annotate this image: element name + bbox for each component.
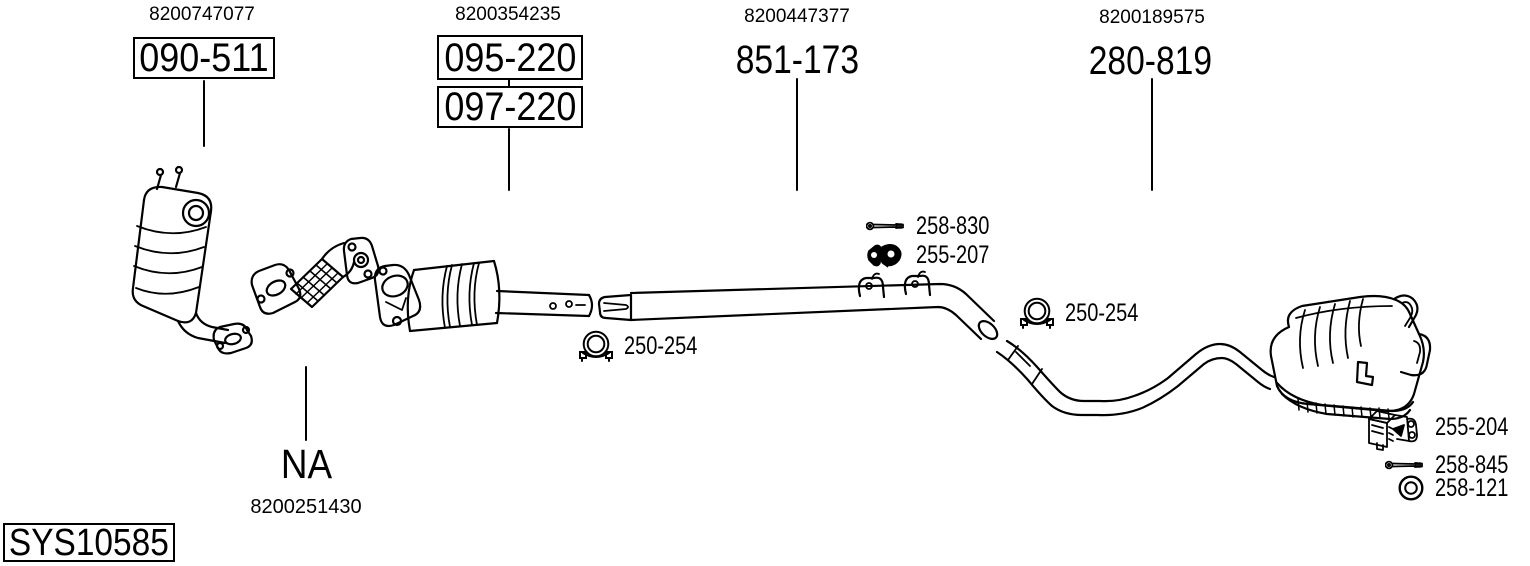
rear-muffler-drawing bbox=[1269, 294, 1432, 421]
system-code-box[interactable]: SYS10585 bbox=[3, 523, 175, 562]
muffler-bracket-tab bbox=[1355, 360, 1375, 387]
part-code-label: 097-220 bbox=[443, 85, 577, 129]
part-code-box-090-511[interactable]: 090-511 bbox=[133, 37, 275, 79]
pipe-hanger-tab bbox=[857, 272, 886, 299]
callout-258-830: 258-830 bbox=[866, 213, 1008, 239]
callout-258-121: 258-121 bbox=[1397, 474, 1527, 502]
part-code-label[interactable]: 258-121 bbox=[1435, 473, 1509, 502]
oe-ref-label: 8200251430 bbox=[250, 496, 362, 518]
oe-ref-label: 8200189575 bbox=[1099, 7, 1205, 28]
oe-ref-label: 8200447377 bbox=[744, 6, 850, 27]
callout-255-207: 255-207 bbox=[866, 240, 1008, 270]
pipe-hanger-tab bbox=[903, 270, 932, 297]
callout-250-254-center: 250-254 bbox=[578, 329, 716, 363]
callout-250-254-rear: 250-254 bbox=[1019, 296, 1157, 330]
oe-ref-label: 8200747077 bbox=[149, 4, 255, 25]
leader-lines bbox=[203, 78, 1153, 441]
oe-ref-label: 8200354235 bbox=[455, 4, 561, 25]
flex-pipe-drawing bbox=[250, 236, 380, 315]
clamp-icon bbox=[1020, 297, 1054, 329]
callout-258-845: 258-845 bbox=[1385, 450, 1527, 479]
part-code-label: 095-220 bbox=[443, 35, 577, 80]
part-code-label[interactable]: 258-830 bbox=[916, 211, 990, 240]
gasket-ring-icon bbox=[1398, 475, 1424, 501]
part-code-label[interactable]: 255-204 bbox=[1435, 412, 1509, 441]
part-code-label: 090-511 bbox=[139, 36, 269, 80]
tailpipe bbox=[1392, 294, 1432, 377]
center-catalytic-converter-drawing bbox=[373, 259, 594, 333]
bracket-icon bbox=[1368, 410, 1418, 451]
front-catalytic-converter-drawing bbox=[131, 165, 253, 355]
part-code-label[interactable]: 258-845 bbox=[1435, 450, 1509, 479]
part-code-280-819[interactable]: 280-819 bbox=[1088, 39, 1212, 83]
part-code-851-173[interactable]: 851-173 bbox=[735, 38, 859, 82]
bolt-icon bbox=[866, 221, 904, 231]
rubber-hanger-icon bbox=[867, 244, 902, 268]
callout-255-204: 255-204 bbox=[1363, 402, 1527, 452]
rear-pipe-drawing bbox=[995, 339, 1276, 417]
clamp-icon bbox=[579, 330, 613, 362]
part-code-label[interactable]: 255-207 bbox=[916, 240, 990, 269]
not-available-label: NA bbox=[280, 441, 332, 487]
part-code-label[interactable]: 250-254 bbox=[624, 331, 698, 360]
bolt-icon bbox=[1385, 460, 1423, 470]
part-code-box-095-220[interactable]: 095-220 bbox=[437, 35, 583, 80]
system-code-label: SYS10585 bbox=[9, 521, 169, 564]
center-pipe-drawing bbox=[597, 270, 999, 341]
part-code-box-097-220[interactable]: 097-220 bbox=[437, 86, 583, 128]
part-code-label[interactable]: 250-254 bbox=[1065, 298, 1139, 327]
